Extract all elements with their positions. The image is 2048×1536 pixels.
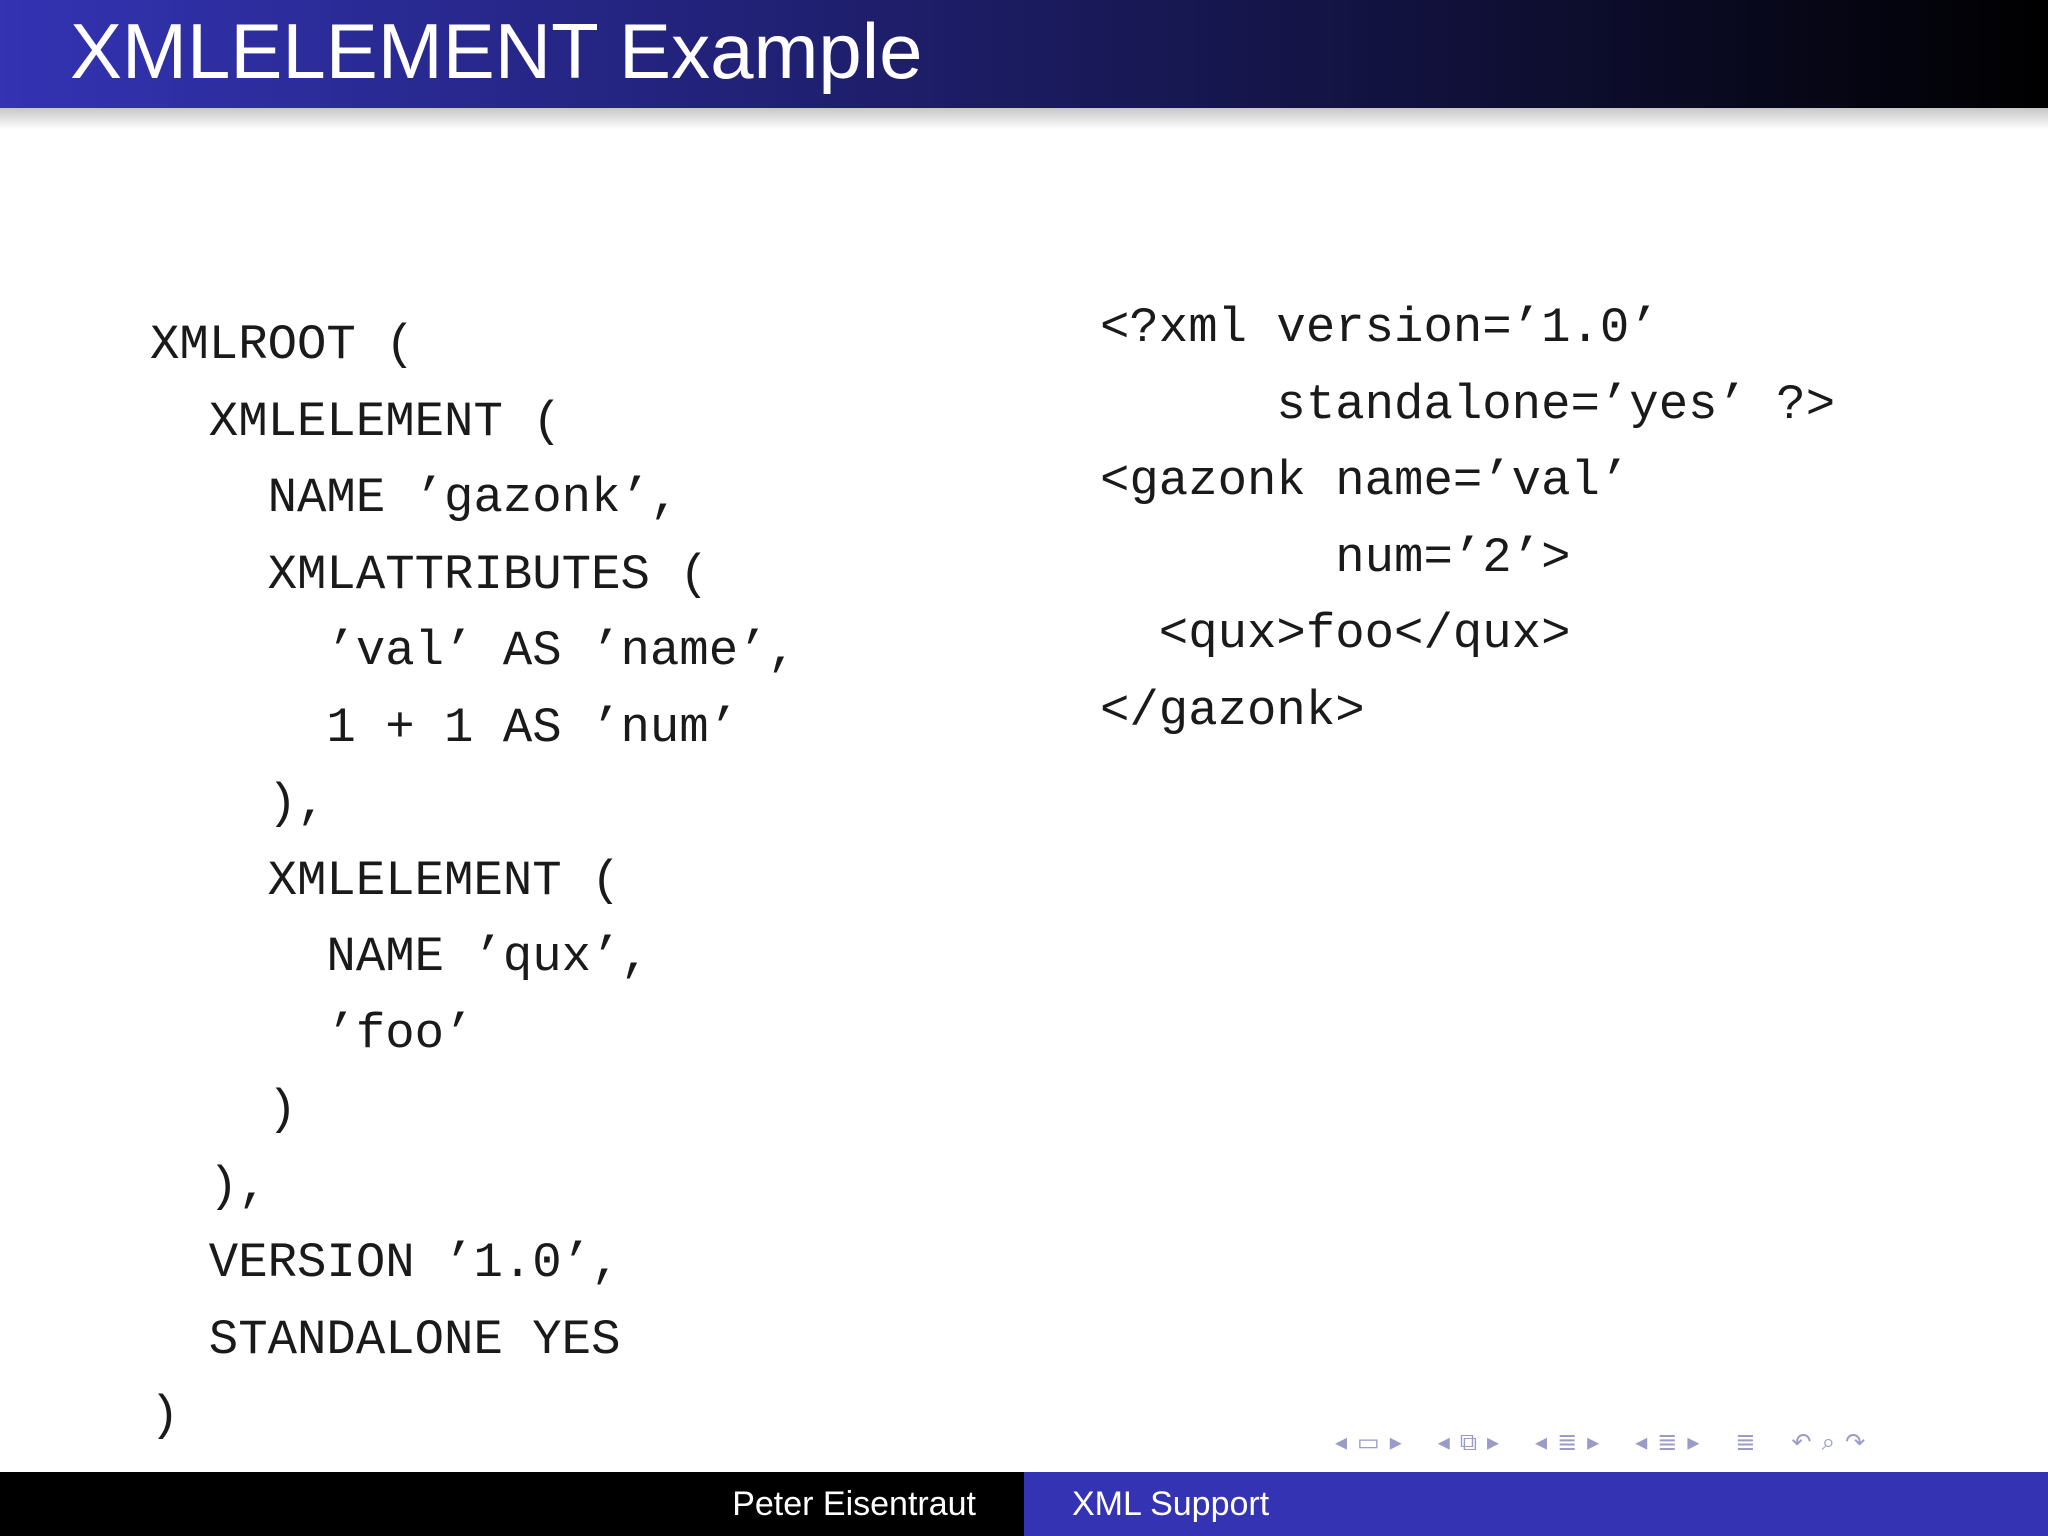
slide-title: XMLELEMENT Example xyxy=(70,7,923,95)
subsection-icon[interactable]: ⧉ xyxy=(1459,1428,1477,1456)
sql-code-line: ) xyxy=(150,1388,180,1444)
xml-output-line: <gazonk name=’val’ xyxy=(1100,453,1630,509)
sql-code-line: XMLELEMENT ( xyxy=(150,852,621,909)
sql-code-line: ), xyxy=(150,776,327,832)
arrow-left-icon[interactable]: ◂ xyxy=(1437,1428,1450,1456)
sql-code-line: 1 + 1 AS ’num’ xyxy=(150,699,739,756)
arrow-left-icon[interactable]: ◂ xyxy=(1635,1428,1648,1456)
sql-code-line: ’val’ AS ’name’, xyxy=(150,623,797,679)
sql-code-line: ) xyxy=(150,1082,298,1138)
xml-output-line: <qux>foo</qux> xyxy=(1100,606,1571,662)
arrow-left-icon[interactable]: ◂ xyxy=(1535,1428,1548,1456)
xml-output-line: <?xml version=’1.0’ xyxy=(1100,300,1659,356)
sql-code-block: XMLROOT ( XMLELEMENT ( NAME ’gazonk’, XM… xyxy=(150,307,797,1455)
sql-code-line: XMLELEMENT ( xyxy=(150,393,562,450)
xml-output-line: </gazonk> xyxy=(1100,682,1365,739)
arrow-left-icon[interactable]: ◂ xyxy=(1335,1428,1348,1456)
arrow-right-icon[interactable]: ▸ xyxy=(1389,1428,1402,1456)
sql-code-line: NAME ’gazonk’, xyxy=(150,470,680,526)
xml-output-line: standalone=’yes’ ?> xyxy=(1100,376,1836,433)
footer: Peter Eisentraut XML Support xyxy=(0,1472,2048,1536)
footer-author: Peter Eisentraut xyxy=(0,1472,1024,1536)
appendix-icon[interactable]: ≣ xyxy=(1735,1428,1756,1456)
sql-code-line: XMLROOT ( xyxy=(150,317,415,373)
section-icon[interactable]: ≣ xyxy=(1557,1428,1578,1456)
undo-icon[interactable]: ↶ xyxy=(1791,1428,1812,1456)
sql-code-line: STANDALONE YES xyxy=(150,1311,621,1368)
footer-talk-title: XML Support xyxy=(1024,1472,2048,1536)
sql-code-line: VERSION ’1.0’, xyxy=(150,1235,621,1291)
title-bar: XMLELEMENT Example xyxy=(0,0,2048,108)
title-bar-shadow xyxy=(0,108,2048,130)
arrow-right-icon[interactable]: ▸ xyxy=(1587,1428,1600,1456)
search-icon[interactable]: ⌕ xyxy=(1821,1428,1836,1456)
sql-code-line: ), xyxy=(150,1158,268,1215)
beamer-navigation-bar: ◂ ▭ ▸ ◂ ⧉ ▸ ◂ ≣ ▸ ◂ ≣ ▸ ≣ ↶ ⌕ ↷ xyxy=(1330,1420,2030,1464)
section-icon[interactable]: ≣ xyxy=(1657,1428,1678,1456)
frame-icon[interactable]: ▭ xyxy=(1357,1428,1380,1456)
arrow-right-icon[interactable]: ▸ xyxy=(1687,1428,1700,1456)
arrow-right-icon[interactable]: ▸ xyxy=(1486,1428,1500,1456)
xml-output-block: <?xml version=’1.0’ standalone=’yes’ ?> <… xyxy=(1100,290,1835,749)
sql-code-line: NAME ’qux’, xyxy=(150,929,650,985)
redo-icon[interactable]: ↷ xyxy=(1845,1428,1866,1456)
xml-output-line: num=’2’> xyxy=(1100,529,1571,586)
sql-code-line: ’foo’ xyxy=(150,1005,474,1062)
sql-code-line: XMLATTRIBUTES ( xyxy=(150,546,709,603)
